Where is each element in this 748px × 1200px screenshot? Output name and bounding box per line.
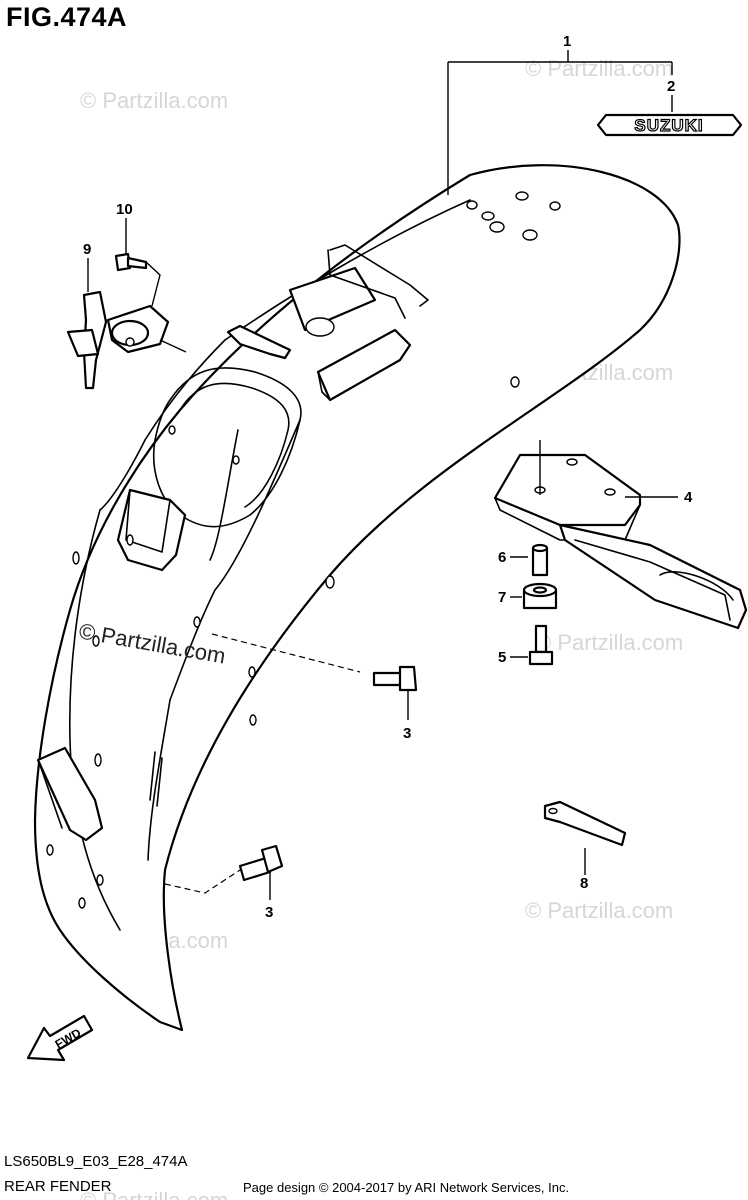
watermark-text: © Partzilla.com (535, 630, 683, 655)
wire-clamp (543, 800, 627, 847)
callout-6: 6 (498, 549, 506, 566)
watermark-text: © Partzilla.com (80, 1188, 228, 1200)
rear-fender (33, 164, 681, 1032)
screw (114, 252, 148, 272)
callout-1: 1 (563, 33, 571, 50)
callout-9: 9 (83, 241, 91, 258)
callout-8: 8 (580, 875, 588, 892)
callout-3: 3 (403, 725, 411, 742)
watermark-text: © Partzilla.com (80, 88, 228, 113)
figure-name: REAR FENDER (4, 1178, 112, 1195)
collar (531, 543, 549, 577)
figure-title: FIG.474A (6, 2, 128, 32)
bolt (528, 624, 554, 666)
callout-2: 2 (667, 78, 675, 95)
bolt (372, 665, 418, 692)
callout-10: 10 (116, 201, 133, 218)
callout-5: 5 (498, 649, 506, 666)
callout-3: 3 (265, 904, 273, 921)
fwd-arrow-icon: FWD (26, 1014, 94, 1062)
helmet-lock (66, 290, 170, 390)
suzuki-emblem: SUZUKI (596, 113, 743, 137)
bolt (238, 844, 284, 882)
watermark-text: © Partzilla.com (525, 56, 673, 81)
callout-7: 7 (498, 589, 506, 606)
watermark-text: © Partzilla.com (525, 898, 673, 923)
watermark-group: © Partzilla.com © Partzilla.com © Partzi… (80, 56, 683, 1200)
turn-signal-bracket (493, 453, 748, 630)
emblem-text: SUZUKI (634, 116, 703, 135)
leader-lines (87, 50, 678, 900)
callout-labels: 1 2 3 3 4 5 6 7 8 9 10 (83, 33, 693, 921)
copyright-text: Page design © 2004-2017 by ARI Network S… (243, 1180, 570, 1195)
cushion (522, 582, 558, 610)
callout-4: 4 (684, 489, 693, 506)
figure-code: LS650BL9_E03_E28_474A (4, 1153, 188, 1170)
